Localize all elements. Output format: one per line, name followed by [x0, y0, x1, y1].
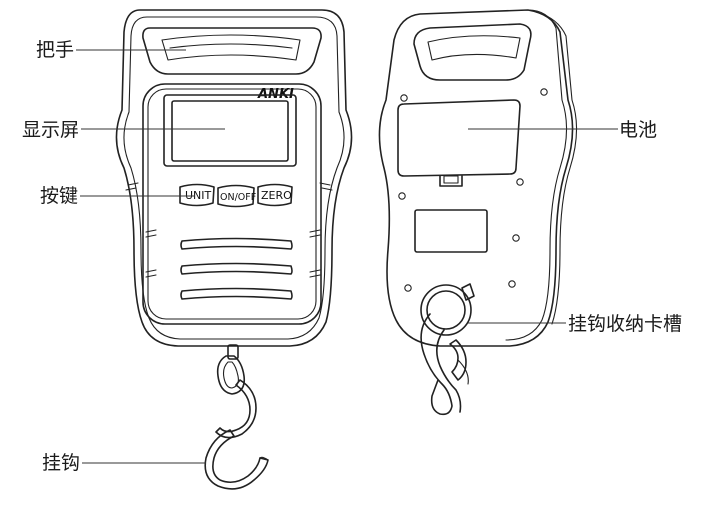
battery-cover-latch [439, 175, 463, 187]
grip-ridges [180, 237, 293, 300]
back-handle-opening [413, 23, 532, 81]
button-on-off-label: ON/OFF [220, 192, 256, 203]
front-view: ANKI UNIT ON/OFF ZERO [115, 9, 353, 490]
front-hook [204, 344, 269, 490]
callouts: 把手 显示屏 按键 挂钩 电池 挂钩收纳卡槽 [22, 39, 682, 474]
handle-opening [142, 27, 322, 75]
button-zero-label: ZERO [261, 189, 292, 202]
label-hook-slot: 挂钩收纳卡槽 [568, 313, 682, 335]
front-panel [142, 83, 322, 325]
label-display: 显示屏 [22, 119, 79, 141]
label-hook: 挂钩 [42, 452, 80, 474]
screw-holes [398, 88, 548, 292]
front-body-inner [123, 16, 345, 340]
handle-grip-line [169, 43, 293, 49]
side-notches [125, 182, 333, 278]
button-on-off[interactable]: ON/OFF [217, 184, 256, 208]
label-handle: 把手 [36, 39, 74, 61]
button-zero[interactable]: ZERO [257, 183, 293, 207]
front-panel-inner [147, 88, 317, 320]
display-screen [171, 100, 289, 162]
back-body-outline [378, 9, 574, 347]
button-unit[interactable]: UNIT [179, 183, 215, 207]
back-handle-grip [427, 35, 521, 61]
label-buttons: 按键 [40, 185, 78, 207]
label-area [414, 209, 488, 253]
back-view [378, 9, 578, 416]
display-bezel [163, 94, 297, 167]
label-battery: 电池 [619, 119, 657, 141]
handle-grip [161, 34, 301, 61]
front-body-outline [115, 9, 353, 347]
battery-cover [397, 99, 521, 177]
hook-slot [420, 283, 475, 336]
back-hook [420, 313, 469, 416]
button-unit-label: UNIT [185, 189, 212, 202]
back-body-edge [535, 11, 578, 325]
back-body-side [505, 9, 568, 341]
battery-latch-tab [443, 175, 459, 184]
